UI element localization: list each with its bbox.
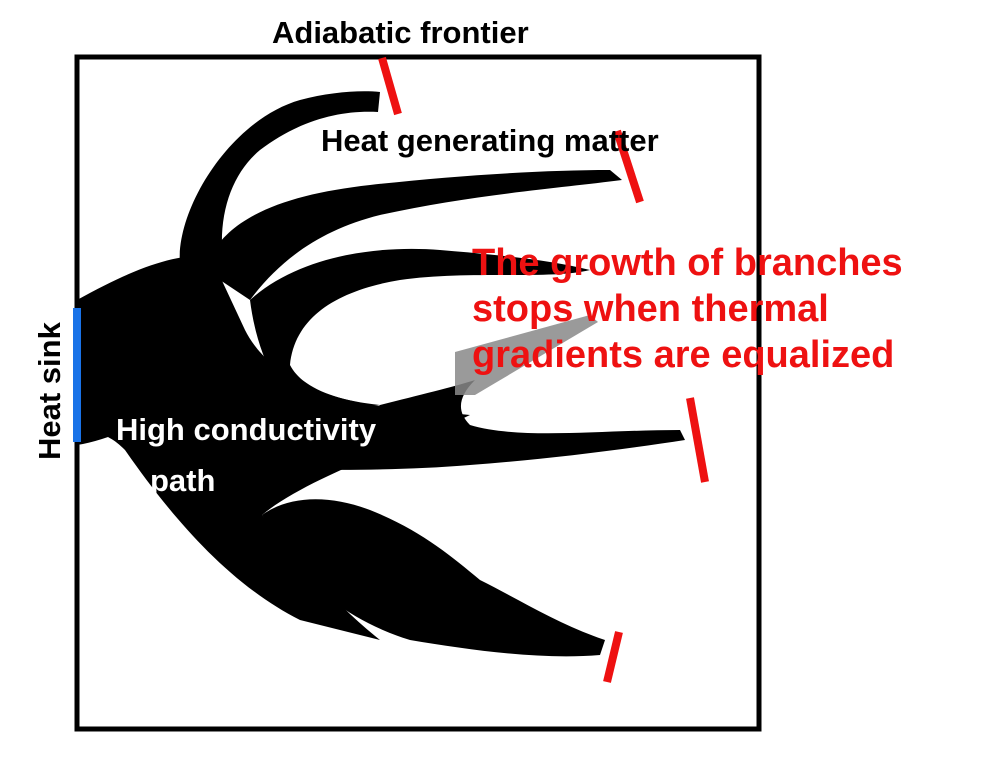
heat-matter-label: Heat generating matter <box>321 123 659 158</box>
heat-sink-label: Heat sink <box>32 322 67 460</box>
annotation-line: The growth of branches <box>472 242 903 284</box>
growth-annotation: The growth of branches stops when therma… <box>472 240 903 378</box>
branch-middle <box>250 248 590 410</box>
frontier-label: Adiabatic frontier <box>272 15 529 50</box>
annotation-line: stops when thermal <box>472 288 829 330</box>
annotation-line: gradients are equalized <box>472 334 895 376</box>
conductivity-tree <box>77 91 685 657</box>
tip-marker-lower <box>686 397 709 483</box>
branch-top <box>179 91 380 275</box>
annotation-pointer <box>455 315 598 395</box>
path-label-line2: path <box>150 463 216 498</box>
heat-sink-bar <box>73 308 81 442</box>
branch-bottom <box>262 499 605 657</box>
tip-marker-upper <box>613 129 644 204</box>
branch-lower <box>300 380 685 470</box>
tip-marker-bottom <box>603 631 623 683</box>
tip-marker-top <box>378 56 402 116</box>
path-label-line1: High conductivity <box>116 412 377 447</box>
branch-upper <box>205 170 622 300</box>
tip-markers <box>378 56 709 683</box>
sink-root <box>77 285 190 445</box>
